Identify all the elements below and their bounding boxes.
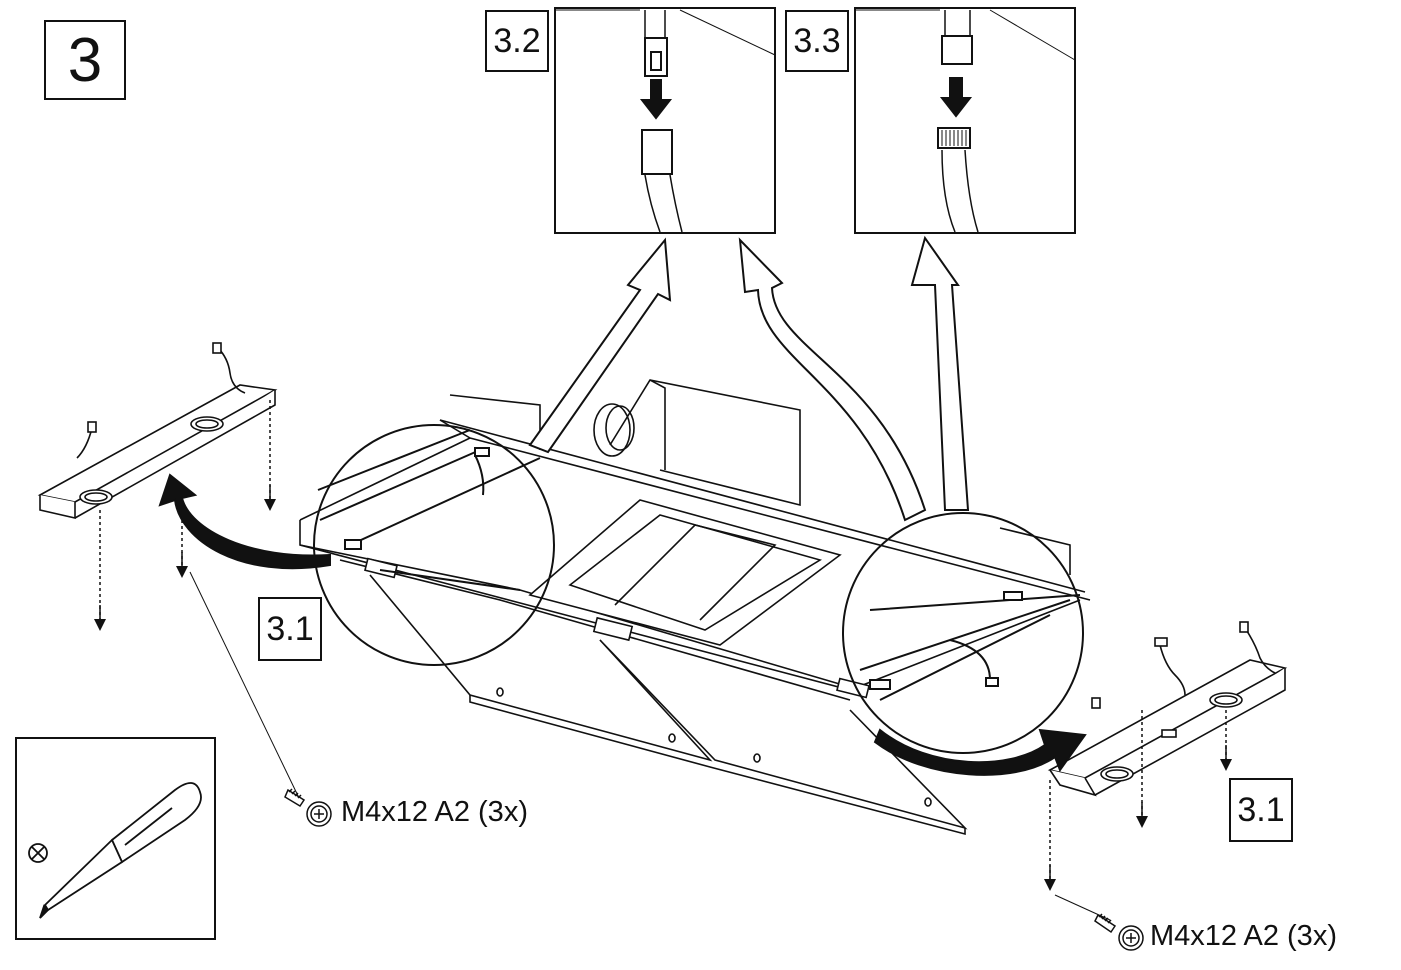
screw-label-left: M4x12 A2 (3x) bbox=[341, 796, 528, 828]
detail-box-3-3 bbox=[854, 7, 1076, 234]
substep-label-3-2: 3.2 bbox=[485, 10, 549, 72]
screw-icon bbox=[284, 788, 332, 827]
substep-label-3-1-left: 3.1 bbox=[258, 597, 322, 661]
step-number: 3 bbox=[67, 25, 103, 95]
rotate-arrow-left bbox=[158, 473, 331, 570]
substep-text: 3.1 bbox=[266, 609, 314, 648]
leader-line-right bbox=[1054, 894, 1111, 921]
light-bar-left bbox=[37, 342, 278, 520]
leader-line-left bbox=[189, 571, 301, 801]
substep-text: 3.3 bbox=[793, 21, 841, 60]
zoom-circle-left bbox=[313, 424, 555, 666]
step-number-box: 3 bbox=[44, 20, 126, 100]
screw-label-right: M4x12 A2 (3x) bbox=[1150, 920, 1337, 952]
arrow-to-3-2 bbox=[528, 237, 672, 454]
substep-label-3-3: 3.3 bbox=[785, 10, 849, 72]
light-bar-right bbox=[1047, 621, 1288, 797]
detail-box-3-2 bbox=[554, 7, 776, 234]
phillips-screwdriver-icon bbox=[28, 782, 202, 919]
substep-text: 3.1 bbox=[1237, 790, 1285, 829]
screw-icon bbox=[1094, 913, 1144, 951]
substep-text: 3.2 bbox=[493, 21, 541, 60]
zoom-circle-right bbox=[842, 512, 1084, 754]
substep-label-3-1-right: 3.1 bbox=[1229, 778, 1293, 842]
screw-drop-arrows-right bbox=[1044, 710, 1232, 891]
rotate-arrow-right bbox=[873, 728, 1087, 776]
arrow-to-3-2-curved bbox=[738, 237, 927, 522]
arrow-to-3-3 bbox=[910, 235, 970, 511]
